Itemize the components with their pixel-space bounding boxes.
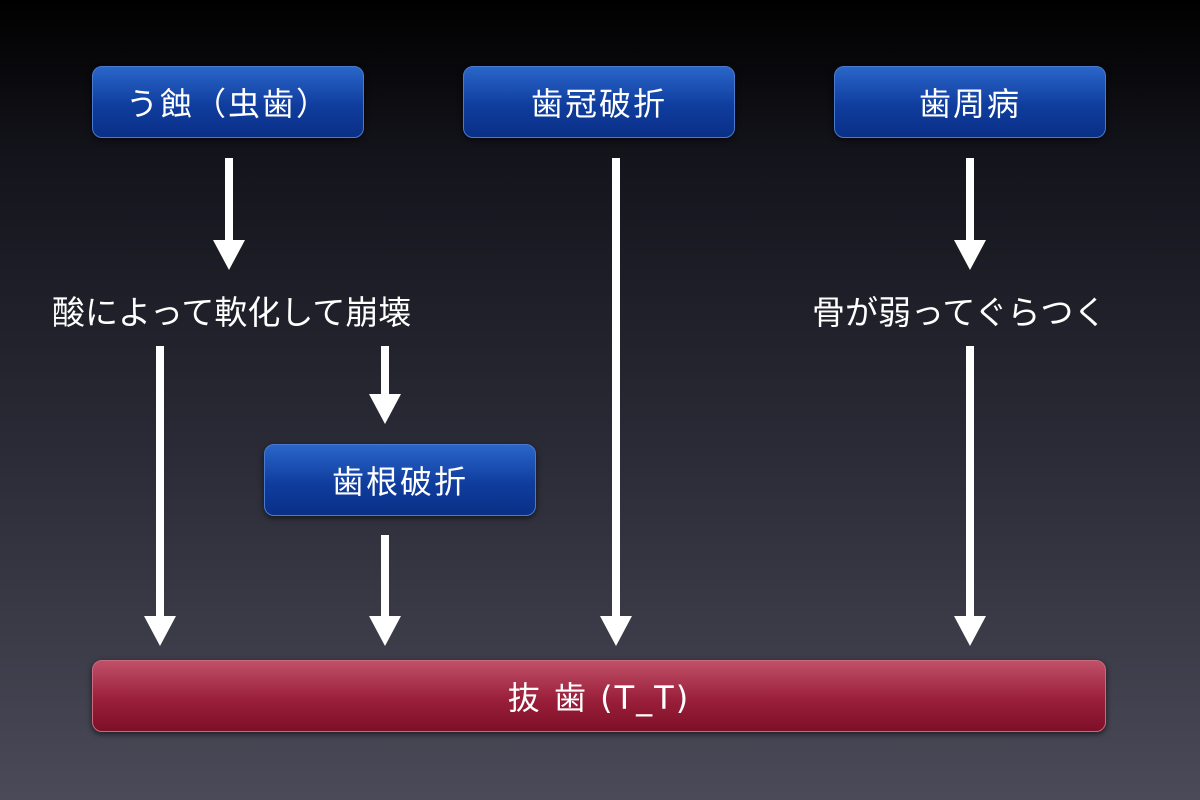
crown-fracture-box: 歯冠破折 [463, 66, 735, 138]
arrowhead [954, 616, 986, 646]
caries-box: う蝕（虫歯） [92, 66, 364, 138]
root-fracture-label: 歯根破折 [331, 463, 468, 501]
extraction-box: 抜 歯 (T_T) [92, 660, 1106, 732]
arrowhead [144, 616, 176, 646]
root-fracture-box: 歯根破折 [264, 444, 536, 516]
periodontal-effect-text: 骨が弱ってぐらつく [812, 293, 1107, 332]
arrowhead [369, 616, 401, 646]
periodontal-box: 歯周病 [834, 66, 1106, 138]
caries-effect-text: 酸によって軟化して崩壊 [52, 293, 412, 332]
arrowhead [213, 240, 245, 270]
crown-fracture-label: 歯冠破折 [530, 85, 667, 123]
arrowhead [369, 394, 401, 424]
arrowhead [954, 240, 986, 270]
periodontal-label: 歯周病 [918, 85, 1021, 123]
arrowhead [600, 616, 632, 646]
extraction-label: 抜 歯 (T_T) [507, 679, 691, 717]
caries-label: う蝕（虫歯） [125, 85, 330, 123]
